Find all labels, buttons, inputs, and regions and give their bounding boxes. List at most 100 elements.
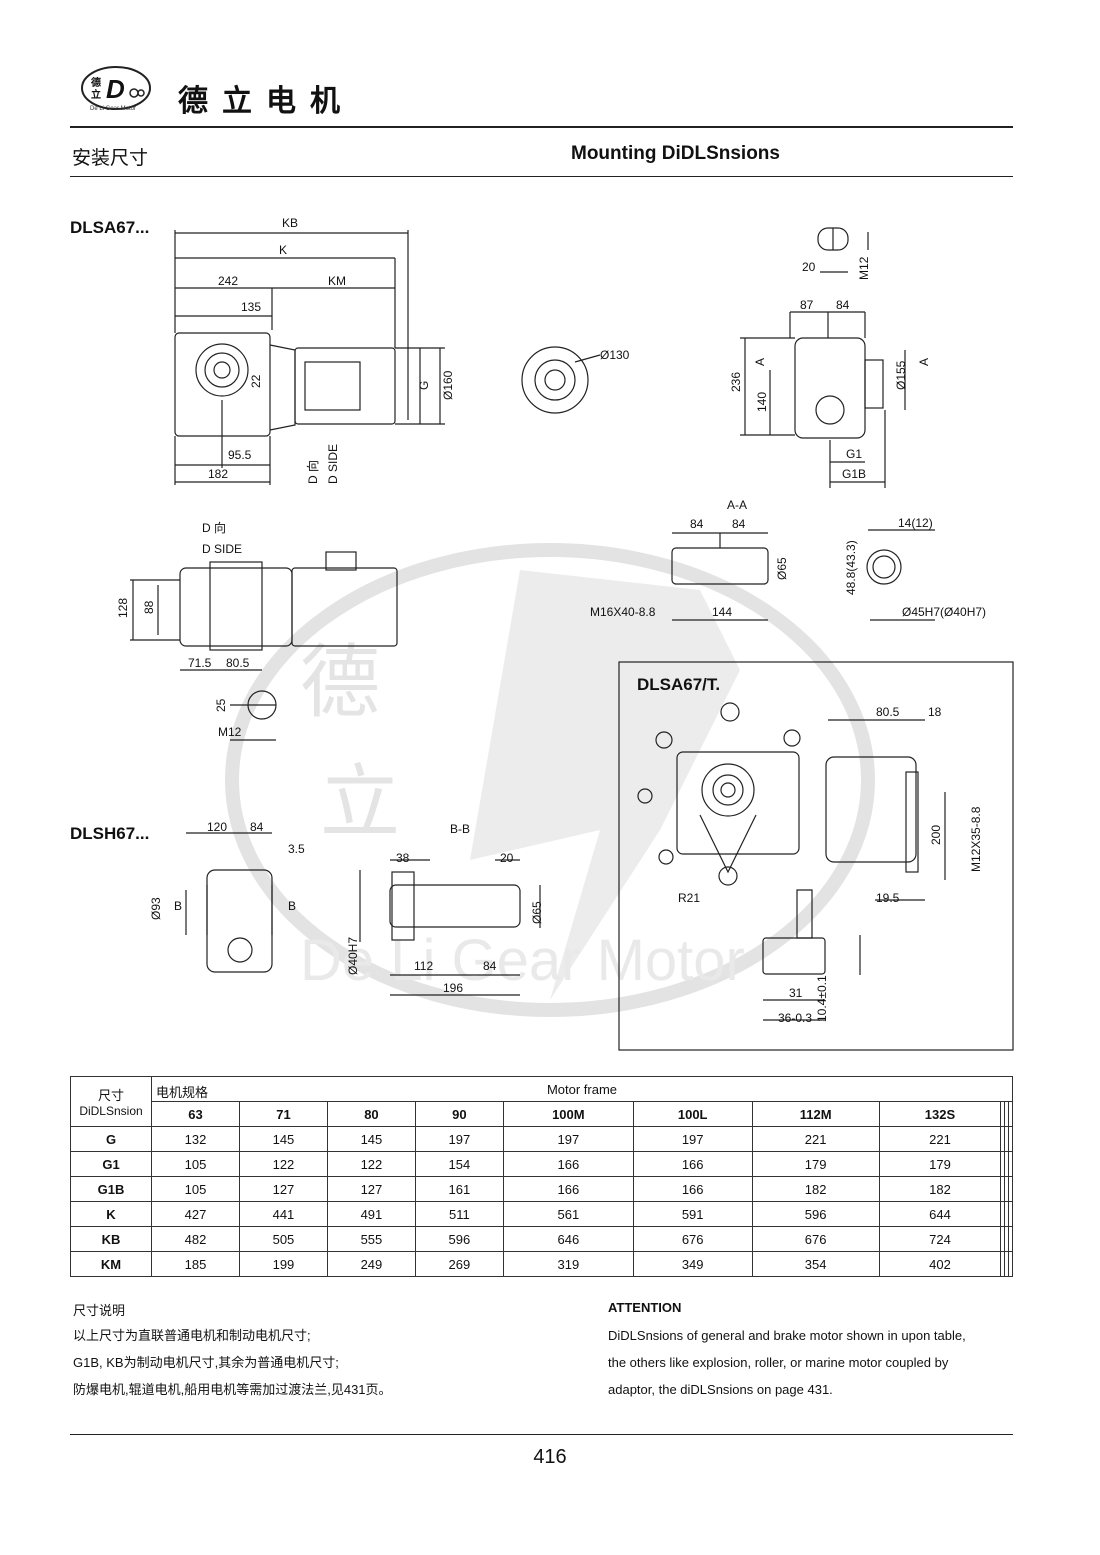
dim-84-aa1: 84 — [690, 517, 704, 531]
dim-128: 128 — [116, 598, 130, 618]
gear-housing-top — [179, 567, 293, 647]
table-cell: 185 — [151, 1251, 240, 1277]
table-cell: 166 — [502, 1151, 634, 1177]
dim-b-right: B — [288, 899, 296, 913]
logo-ring-text: De Li Gear Motor — [90, 106, 136, 112]
table-cell: 354 — [751, 1251, 880, 1277]
dim-84: 84 — [836, 298, 850, 312]
table-cell: 166 — [632, 1176, 753, 1202]
table-cell: 269 — [414, 1251, 504, 1277]
table-frame-header: 电机规格 Motor frame — [151, 1076, 1013, 1102]
dim-36: 36-0.3 — [778, 1011, 812, 1025]
dim-196: 196 — [443, 981, 463, 995]
dim-95: 95.5 — [228, 448, 252, 462]
model-label-dlsa67t: DLSA67/T. — [637, 675, 721, 694]
dim-m16: M16X40-8.8 — [590, 605, 656, 619]
model-label-dlsa67: DLSA67... — [70, 218, 150, 237]
table-cell: 596 — [414, 1226, 504, 1252]
dim-160: Ø160 — [441, 370, 455, 400]
dim-182: 182 — [208, 467, 228, 481]
notes-cn-line: G1B, KB为制动电机尺寸,其余为普通电机尺寸; — [73, 1355, 339, 1370]
gear-housing-side-t — [825, 756, 917, 863]
dim-m12: M12 — [857, 256, 871, 280]
table-cell: 182 — [878, 1176, 1002, 1202]
notes-en: DiDLSnsions of general and brake motor s… — [608, 1322, 966, 1403]
dim-m12x35: M12X35-8.8 — [969, 806, 983, 872]
table-cell: 105 — [151, 1151, 240, 1177]
dim-65b: Ø65 — [530, 901, 544, 924]
watermark: 德 立 De Li Gear Motor — [225, 543, 875, 1017]
dlsa67t-panel — [618, 661, 1014, 1051]
table-cell: 179 — [878, 1151, 1002, 1177]
notes-cn: 以上尺寸为直联普通电机和制动电机尺寸; G1B, KB为制动电机尺寸,其余为普通… — [73, 1322, 392, 1403]
table-cell: 182 — [751, 1176, 880, 1202]
table-frame-cell: 132S — [878, 1101, 1002, 1127]
table-cell: 179 — [751, 1151, 880, 1177]
dim-135: 135 — [241, 300, 261, 314]
table-row-header: G — [70, 1126, 152, 1152]
table-frame-cell: 63 — [151, 1101, 240, 1127]
dim-d-dir: D 向 — [305, 460, 320, 484]
table-cell: 482 — [151, 1226, 240, 1252]
table-cell: 561 — [502, 1201, 634, 1227]
section-title-en: Mounting DiDLSnsions — [571, 143, 780, 164]
dim-b-left: B — [174, 899, 182, 913]
table-cell: 349 — [632, 1251, 753, 1277]
table-cell: 127 — [238, 1176, 328, 1202]
dim-kb: KB — [282, 216, 298, 230]
table-cell: 491 — [326, 1201, 416, 1227]
dim-14: 14(12) — [898, 516, 933, 530]
section-rule — [70, 176, 1013, 177]
dim-45: Ø45H7(Ø40H7) — [902, 605, 986, 619]
drawing-canvas: KB K 242 KM 135 22 G Ø160 95.5 182 D 向 D… — [116, 216, 1014, 1051]
dim-715: 71.5 — [188, 656, 212, 670]
table-cell: 145 — [238, 1126, 328, 1152]
dim-g: G — [417, 381, 431, 390]
table-cell: 197 — [632, 1126, 753, 1152]
dim-88: 88 — [142, 600, 156, 614]
gear-housing-dlsh67 — [206, 869, 273, 973]
dim-120: 120 — [207, 820, 227, 834]
table-cell: 724 — [878, 1226, 1002, 1252]
table-frame-cell: 112M — [751, 1101, 880, 1127]
table-cell: 161 — [414, 1176, 504, 1202]
table-col0-header: 尺寸 DiDLSnsion — [70, 1076, 152, 1127]
dim-g1: G1 — [846, 447, 862, 461]
company-logo: 德 立 D De Li Gear Motor — [81, 66, 151, 112]
table-cell: 145 — [326, 1126, 416, 1152]
shrink-disc-shaft-bb — [389, 884, 521, 928]
table-cell: 132 — [151, 1126, 240, 1152]
table-frame-cell: 100M — [502, 1101, 634, 1127]
dim-35: 3.5 — [288, 842, 305, 856]
table-cell: 441 — [238, 1201, 328, 1227]
dim-130: Ø130 — [600, 348, 630, 362]
table-frame-cell: 71 — [238, 1101, 328, 1127]
table-cell: 505 — [238, 1226, 328, 1252]
dim-25: 25 — [214, 698, 228, 712]
dim-22: 22 — [249, 374, 263, 388]
logo-char-1: 德 — [90, 76, 101, 89]
dim-40h7: Ø40H7 — [346, 937, 360, 975]
dim-d-side2: D SIDE — [202, 542, 242, 556]
dim-84-aa2: 84 — [732, 517, 746, 531]
table-frame-cell: 80 — [326, 1101, 416, 1127]
table-frame-cell: 100L — [632, 1101, 753, 1127]
table-cell: 319 — [502, 1251, 634, 1277]
dim-242: 242 — [218, 274, 238, 288]
table-row-header: KM — [70, 1251, 152, 1277]
dim-87: 87 — [800, 298, 814, 312]
table-header-row: 尺寸 DiDLSnsion 电机规格 Motor frame — [70, 1076, 1013, 1127]
dim-31: 31 — [789, 986, 803, 1000]
hollow-shaft-aa — [671, 547, 769, 585]
table-cell: 644 — [878, 1201, 1002, 1227]
logo-mark-d: D — [106, 74, 125, 104]
company-name: 德立电机 — [178, 84, 354, 119]
dim-d-dir2: D 向 — [202, 520, 226, 535]
